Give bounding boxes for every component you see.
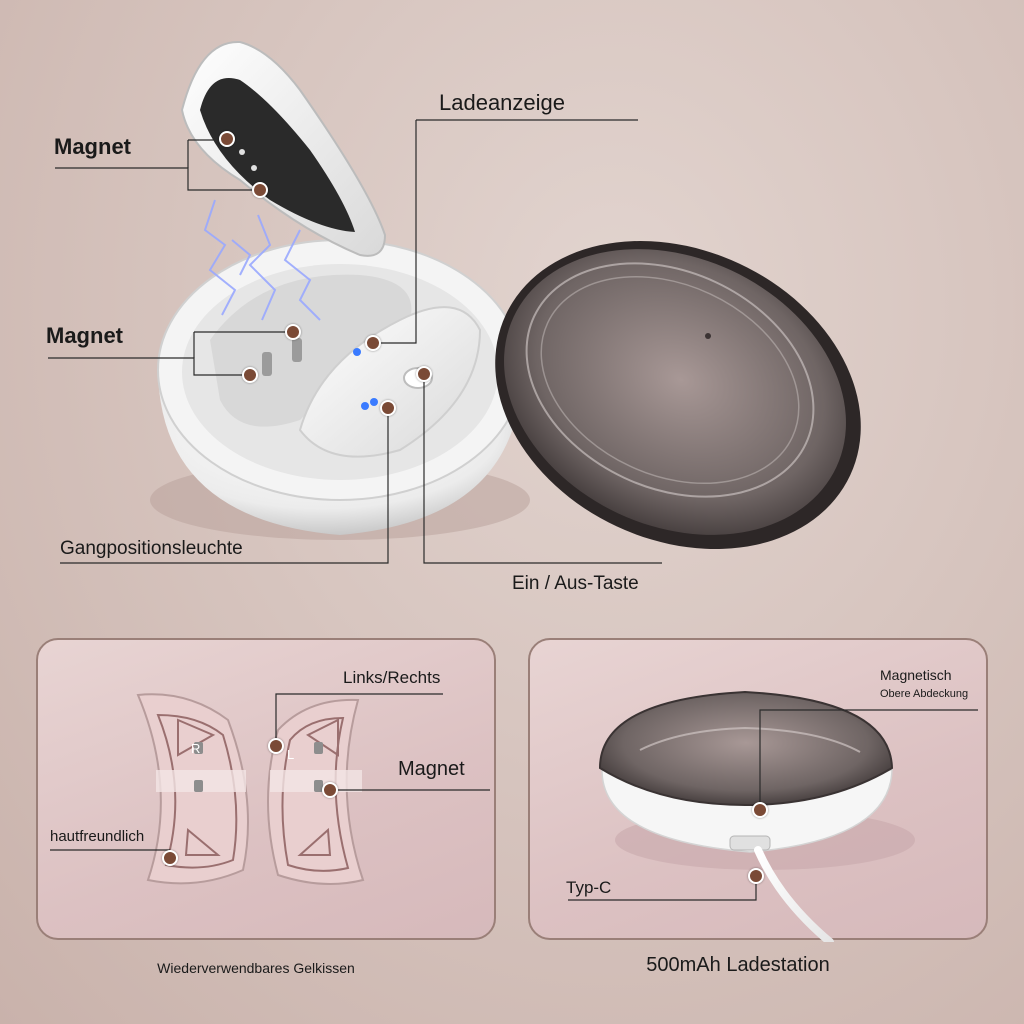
- gear-light-point: [380, 400, 396, 416]
- power-button-point: [416, 366, 432, 382]
- magnet-point-3: [285, 324, 301, 340]
- massage-device: [180, 40, 387, 257]
- label-charging-indicator: Ladeanzeige: [439, 90, 566, 115]
- label-top-cover: Obere Abdeckung: [880, 688, 969, 700]
- label-left-right: Links/Rechts: [343, 668, 441, 687]
- pad-letter-r: R: [191, 741, 201, 756]
- label-pad-magnet: Magnet: [398, 758, 465, 780]
- label-magnet-middle: Magnet: [46, 323, 123, 348]
- transparent-lid: [495, 240, 861, 550]
- magnet-point-2: [252, 182, 268, 198]
- skin-friendly-point: [162, 850, 178, 866]
- label-power-button: Ein / Aus-Taste: [512, 573, 639, 594]
- left-right-point: [268, 738, 284, 754]
- label-type-c: Typ-C: [566, 878, 612, 897]
- label-gear-position-light: Gangpositionsleuchte: [60, 538, 243, 559]
- charging-base: [157, 239, 523, 535]
- label-magnetic: Magnetisch: [880, 667, 952, 683]
- gel-pads-illustration: [50, 693, 490, 885]
- charging-station-caption: 500mAh Ladestation: [646, 954, 830, 976]
- magnet-point-4: [242, 367, 258, 383]
- magnet-point-1: [219, 131, 235, 147]
- charging-station-illustration: [568, 690, 978, 942]
- label-skin-friendly: hautfreundlich: [50, 828, 145, 845]
- type-c-point: [748, 868, 764, 884]
- pad-letter-l: L: [287, 747, 295, 762]
- label-magnet-top: Magnet: [54, 134, 131, 159]
- charging-indicator-point: [365, 335, 381, 351]
- gel-pad-panel: R L Links/Rechts Magnet hautfreundlich: [36, 638, 496, 940]
- gel-pad-caption: Wiederverwendbares Gelkissen: [157, 960, 355, 976]
- magnetic-cover-point: [752, 802, 768, 818]
- charging-station-panel: Magnetisch Obere Abdeckung Typ-C: [528, 638, 988, 942]
- pad-magnet-point: [322, 782, 338, 798]
- magnetic-lightning-effect: [203, 199, 321, 321]
